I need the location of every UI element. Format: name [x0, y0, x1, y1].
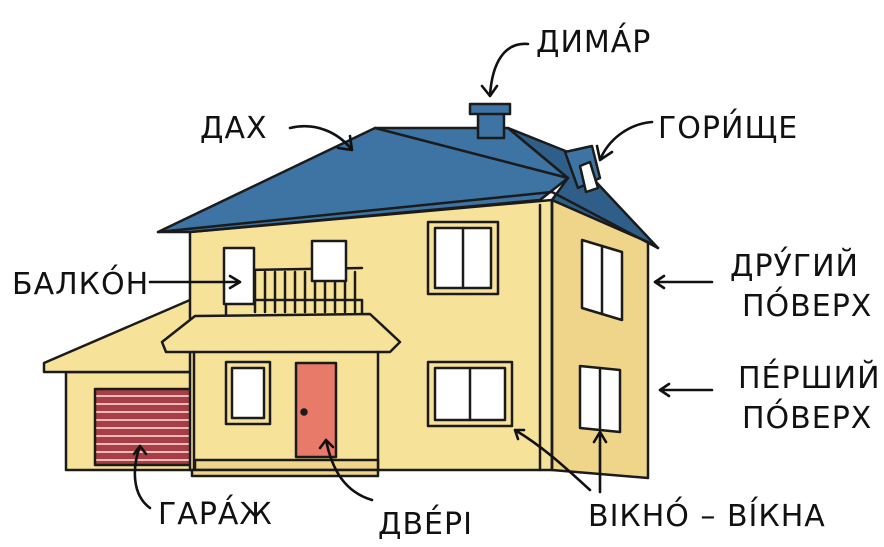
porch-base: [190, 468, 380, 478]
arrow-window-front: [513, 428, 592, 492]
label-second-floor-line2: ПО́ВЕРХ: [742, 286, 872, 324]
window-upper-side: [580, 238, 624, 322]
label-door: ДВЕ́РІ: [378, 504, 473, 542]
door-knob: [300, 408, 308, 416]
arrow-door: [318, 438, 374, 502]
label-second-floor-line1: ДРУ́ГИЙ: [730, 246, 859, 284]
attic-window: [578, 160, 600, 194]
label-attic: ГОРИ́ЩЕ: [658, 108, 798, 146]
garage-door-slats: [96, 395, 190, 461]
window-upper-front: [426, 220, 500, 296]
label-garage: ГАРА́Ж: [158, 494, 273, 532]
label-first-floor-line1: ПЕ́РШИЙ: [738, 358, 881, 396]
arrow-balcony: [148, 274, 242, 290]
arrow-first-floor: [658, 382, 714, 398]
label-first-floor-line2: ПО́ВЕРХ: [742, 398, 872, 436]
arrow-attic: [595, 120, 654, 162]
chimney-cap: [468, 102, 512, 116]
balcony-door-left: [222, 246, 256, 306]
porch-step: [193, 458, 380, 472]
label-balcony: БАЛКО́Н: [12, 264, 149, 302]
roof-eave-side: [550, 190, 660, 250]
arrow-chimney: [480, 42, 530, 98]
label-windows: ВІКНО́ – ВІ́КНА: [588, 496, 826, 534]
window-lower-front: [426, 360, 514, 428]
arrow-window-side: [592, 430, 608, 494]
balcony-door-right: [310, 239, 348, 283]
labels: ДИМА́Р ДАХ ГОРИ́ЩЕ БАЛКО́Н ДРУ́ГИЙ ПО́ВЕ…: [12, 22, 881, 542]
roof-eave: [156, 190, 554, 234]
label-roof: ДАХ: [200, 111, 268, 146]
arrow-roof: [288, 124, 354, 152]
roof-ridge: [373, 126, 570, 180]
arrow-second-floor: [653, 274, 714, 290]
arrow-garage: [132, 444, 152, 510]
window-lower-side: [578, 364, 622, 434]
porch-roof: [160, 312, 402, 354]
chimney: [476, 110, 506, 140]
label-chimney: ДИМА́Р: [536, 22, 651, 60]
arrows: [132, 42, 714, 510]
window-porch: [224, 360, 272, 426]
house: [42, 102, 660, 480]
